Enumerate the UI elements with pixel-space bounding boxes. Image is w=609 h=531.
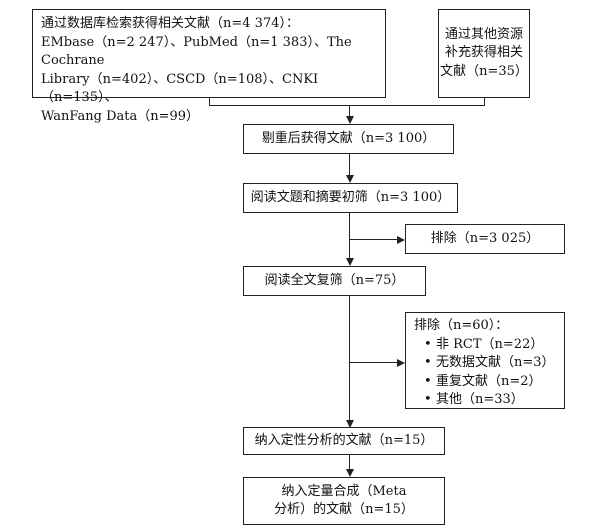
exclude2-item: 非 RCT（n=22） xyxy=(414,336,564,355)
database-search-line-1: 通过数据库检索获得相关文献（n=4 374）： xyxy=(41,16,299,31)
qualitative-label: 纳入定性分析的文献（n=15） xyxy=(254,432,434,448)
connector-other-down xyxy=(484,98,486,106)
exclude2-item: 重复文献（n=2） xyxy=(414,373,564,392)
exclude1-box: 排除（n=3 025） xyxy=(405,224,565,254)
exclude2-item: 无数据文献（n=3） xyxy=(414,354,564,373)
arrow-to-dedup xyxy=(345,116,354,124)
exclude2-box: 排除（n=60）： 非 RCT（n=22） 无数据文献（n=3） 重复文献（n=… xyxy=(405,312,565,409)
connector-to-exclude1 xyxy=(349,239,398,241)
other-sources-box: 通过其他资源 补充获得相关 文献（n=35） xyxy=(438,9,530,98)
connector-dedup-screen xyxy=(349,154,351,176)
fulltext-box: 阅读全文复筛（n=75） xyxy=(243,266,426,296)
other-sources-line-1: 通过其他资源 xyxy=(444,26,523,42)
database-search-line-2: EMbase（n=2 247）、PubMed（n=1 383）、The Coch… xyxy=(41,34,352,69)
other-sources-line-3: 文献（n=35） xyxy=(440,63,528,79)
arrow-to-fulltext xyxy=(345,258,354,266)
connector-qualitative-quantitative xyxy=(349,455,351,470)
connector-fulltext-qualitative xyxy=(349,296,351,421)
arrow-to-quantitative xyxy=(345,469,354,477)
screen-label: 阅读文题和摘要初筛（n=3 100） xyxy=(250,189,451,205)
quantitative-line-1: 纳入定量合成（Meta xyxy=(281,483,407,499)
arrow-to-screen xyxy=(345,175,354,183)
qualitative-box: 纳入定性分析的文献（n=15） xyxy=(243,427,445,455)
exclude2-item: 其他（n=33） xyxy=(414,391,564,410)
dedup-label: 剔重后获得文献（n=3 100） xyxy=(261,130,436,146)
arrow-to-qualitative xyxy=(345,420,354,428)
database-search-line-3: Library（n=402）、CSCD（n=108）、CNKI（n=135）、 xyxy=(41,71,319,106)
quantitative-box: 纳入定量合成（Meta 分析）的文献（n=15） xyxy=(243,477,445,525)
connector-to-exclude2 xyxy=(349,362,398,364)
exclude2-title: 排除（n=60）： xyxy=(414,318,509,333)
quantitative-line-2: 分析）的文献（n=15） xyxy=(274,502,414,517)
dedup-box: 剔重后获得文献（n=3 100） xyxy=(243,124,454,154)
connector-screen-fulltext xyxy=(349,213,351,259)
arrow-to-exclude1 xyxy=(397,235,405,244)
connector-to-dedup xyxy=(349,105,351,117)
other-sources-line-2: 补充获得相关 xyxy=(444,45,523,61)
exclude1-label: 排除（n=3 025） xyxy=(430,230,540,246)
exclude2-list: 非 RCT（n=22） 无数据文献（n=3） 重复文献（n=2） 其他（n=33… xyxy=(414,336,564,410)
connector-db-down xyxy=(209,98,211,106)
database-search-box: 通过数据库检索获得相关文献（n=4 374）： EMbase（n=2 247）、… xyxy=(32,9,386,124)
database-search-line-4: WanFang Data（n=99） xyxy=(41,108,200,124)
fulltext-label: 阅读全文复筛（n=75） xyxy=(264,272,405,288)
connector-merge xyxy=(209,105,485,107)
arrow-to-exclude2 xyxy=(397,358,405,367)
screen-box: 阅读文题和摘要初筛（n=3 100） xyxy=(243,183,458,213)
